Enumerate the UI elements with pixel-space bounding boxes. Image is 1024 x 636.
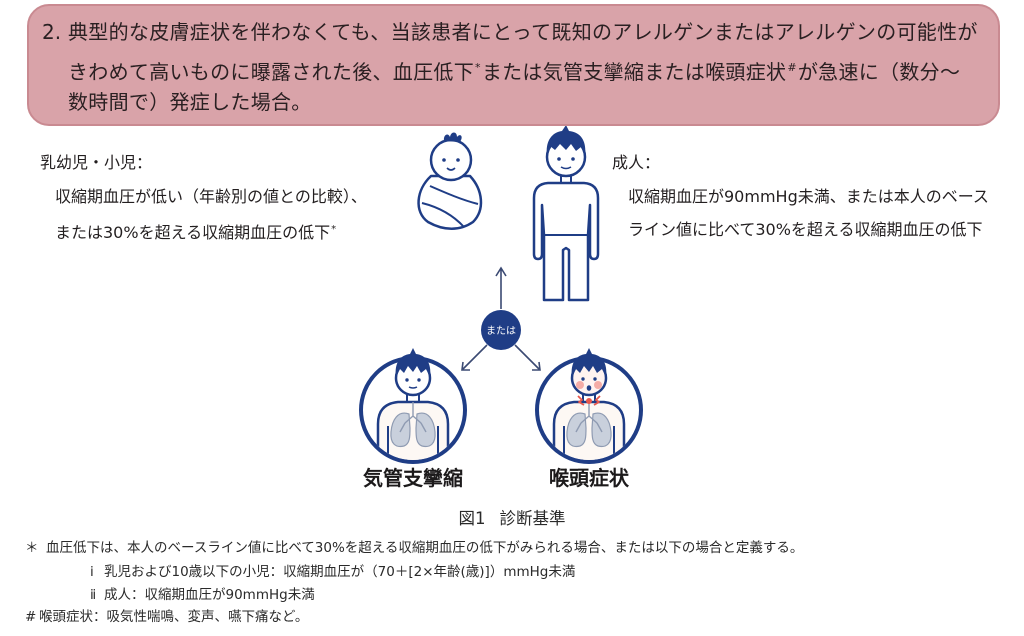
torso-arms <box>563 426 615 460</box>
criterion-text-3: 数時間で）発症した場合。 <box>68 89 312 114</box>
laryngeal-symptom-icon <box>535 348 643 464</box>
figure-caption: 図1 診断基準 <box>412 507 612 531</box>
adult-mouth <box>560 166 572 170</box>
figure-number: 図1 <box>458 509 486 528</box>
adult-criteria-line-1: 収縮期血圧が90mmHg未満、または本人のベース <box>628 187 989 206</box>
baby-eye-left <box>442 158 446 162</box>
connector <box>461 266 541 371</box>
footnote-hypotension: ＊ 血圧低下は、本人のベースライン値に比べて30%を超える収縮期血圧の低下がみられ… <box>25 538 803 558</box>
flushed-cheek-left <box>576 381 584 389</box>
adult-criteria-line-2: ライン値に比べて30%を超える収縮期血圧の低下 <box>628 220 983 239</box>
criterion-line-3: 数時間で）発症した場合。 <box>68 85 312 120</box>
criterion-line-1: 2.典型的な皮膚症状を伴わなくても、当該患者にとって既知のアレルゲンまたはアレル… <box>42 15 978 50</box>
footnote-mark: ＊ <box>25 540 39 556</box>
baby-hair-icon <box>443 132 462 142</box>
footnote-item-text: 成人：収縮期血圧が90mmHg未満 <box>104 587 315 603</box>
laryngeal-torso <box>552 400 626 460</box>
infant-footnote-mark: * <box>331 224 337 235</box>
criterion-text-1: 典型的な皮膚症状を伴わなくても、当該患者にとって既知のアレルゲンまたはアレルゲン… <box>68 19 978 44</box>
lungs-icon <box>359 348 467 464</box>
patient-hair-icon <box>571 348 607 377</box>
baby-head <box>429 138 473 182</box>
adult-heading: 成人： <box>612 153 661 172</box>
footnote-criterion-i: ⅰ 乳児および10歳以下の小児：収縮期血圧が（70＋[2×年齢(歳)]）mmHg未… <box>90 562 575 582</box>
footnote-mark: # <box>25 609 37 625</box>
swaddle-fold-2 <box>421 202 465 228</box>
infant-criteria-text: または30%を超える収縮期血圧の低下 <box>55 223 331 242</box>
throat-inflammation <box>586 398 592 404</box>
patient-eye-left <box>405 378 409 382</box>
baby-eye-right <box>456 158 460 162</box>
criterion-text-2a: きわめて高いものに曝露された後、血圧低下 <box>68 59 474 84</box>
baby-swaddle <box>417 174 483 230</box>
adult-figure-icon <box>532 125 600 302</box>
figure-title: 診断基準 <box>499 509 566 528</box>
footnote-text: 血圧低下は、本人のベースライン値に比べて30%を超える収縮期血圧の低下がみられる… <box>46 540 804 556</box>
or-node <box>481 310 521 350</box>
footnote-item-number: ⅰ <box>90 564 94 580</box>
patient-mouth <box>408 386 418 389</box>
trachea <box>399 402 427 433</box>
footnote-item-text: 乳児および10歳以下の小児：収縮期血圧が（70＋[2×年齢(歳)]）mmHg未満 <box>104 564 576 580</box>
criterion-text-2c: が急速に（数分～ <box>797 59 961 84</box>
adult-body <box>532 181 600 302</box>
patient-open-mouth <box>586 385 592 391</box>
torso-arms <box>387 426 439 460</box>
swaddle-fold-1 <box>429 185 479 205</box>
adult-hair-icon <box>546 125 586 156</box>
adult-eye-left <box>557 157 561 161</box>
patient-eye-left <box>581 377 585 381</box>
patient-eye-right <box>417 378 421 382</box>
infant-criteria-line-2: または30%を超える収縮期血圧の低下* <box>55 219 337 244</box>
arrow-up <box>495 266 507 309</box>
criterion-text-2b: または気管支攣縮または喉頭症状 <box>481 59 787 84</box>
criterion-line-2: きわめて高いものに曝露された後、血圧低下*または気管支攣縮または喉頭症状#が急速… <box>68 50 960 85</box>
flushed-cheek-right <box>594 381 602 389</box>
patient-eye-right <box>593 377 597 381</box>
footnote-text: 喉頭症状：吸気性喘鳴、変声、嚥下痛など。 <box>39 609 309 625</box>
footnote-item-number: ⅱ <box>90 587 97 603</box>
laryngeal-symptom-label: 喉頭症状 <box>549 466 629 490</box>
infant-heading: 乳幼児・小児： <box>40 153 153 172</box>
baby-mouth <box>446 167 456 171</box>
patient-hair-icon <box>395 348 431 377</box>
or-node-label: または <box>486 325 516 337</box>
footnote-criterion-ii: ⅱ 成人：収縮期血圧が90mmHg未満 <box>90 585 315 605</box>
arrow-down-right <box>514 344 541 371</box>
hypotension-footnote-mark: * <box>475 60 481 74</box>
criterion-box: 2.典型的な皮膚症状を伴わなくても、当該患者にとって既知のアレルゲンまたはアレル… <box>27 4 1000 126</box>
bronchospasm-label: 気管支攣縮 <box>363 466 463 490</box>
arrow-down-left <box>461 344 488 371</box>
footnote-laryngeal: #喉頭症状：吸気性喘鳴、変声、嚥下痛など。 <box>25 607 308 627</box>
adult-eye-right <box>571 157 575 161</box>
infant-criteria-line-1: 収縮期血圧が低い（年齢別の値との比較）、 <box>55 187 367 206</box>
swaddled-baby-icon <box>417 132 483 230</box>
throat-pain-marks <box>577 395 601 406</box>
trachea <box>575 402 603 433</box>
criterion-number: 2. <box>42 19 62 44</box>
laryngeal-footnote-mark: # <box>787 60 797 74</box>
bronchospasm-torso <box>376 400 450 460</box>
